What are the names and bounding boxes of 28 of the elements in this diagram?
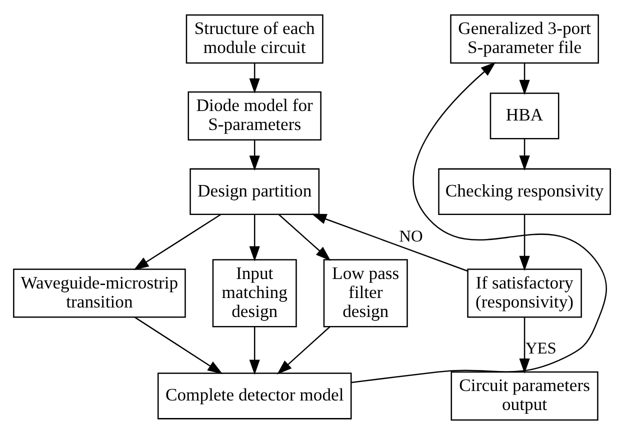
arrow bbox=[249, 139, 260, 170]
node-box: Low pass filter design bbox=[323, 258, 408, 327]
node-box: Circuit parameters output bbox=[450, 370, 598, 420]
node-box: Design partition bbox=[190, 168, 320, 214]
node-box: Complete detector model bbox=[157, 372, 352, 419]
arrow bbox=[249, 62, 260, 93]
arrow bbox=[519, 138, 530, 170]
arrow bbox=[519, 62, 530, 95]
node-box: If satisfactory (responsivity) bbox=[467, 268, 582, 318]
arrow bbox=[311, 213, 468, 272]
arrow bbox=[276, 326, 330, 374]
node-box: Waveguide-microstrip transition bbox=[13, 268, 186, 318]
node-box: Structure of each module circuit bbox=[186, 14, 324, 64]
arrow bbox=[249, 326, 260, 374]
node-box: Diode model for S-parameters bbox=[188, 90, 322, 140]
arrow bbox=[278, 213, 331, 260]
arrow bbox=[351, 61, 607, 383]
arrow bbox=[519, 214, 530, 271]
edge-label: NO bbox=[399, 226, 423, 245]
arrow bbox=[134, 213, 222, 270]
node-box: Checking responsivity bbox=[438, 168, 611, 214]
arrow bbox=[134, 316, 223, 374]
edge-label: YES bbox=[525, 338, 556, 358]
node-box: Input matching design bbox=[212, 258, 297, 327]
node-box: HBA bbox=[490, 92, 560, 139]
arrow bbox=[249, 214, 260, 261]
arrow bbox=[519, 316, 530, 374]
node-box: Generalized 3-port S-parameter file bbox=[450, 14, 599, 64]
